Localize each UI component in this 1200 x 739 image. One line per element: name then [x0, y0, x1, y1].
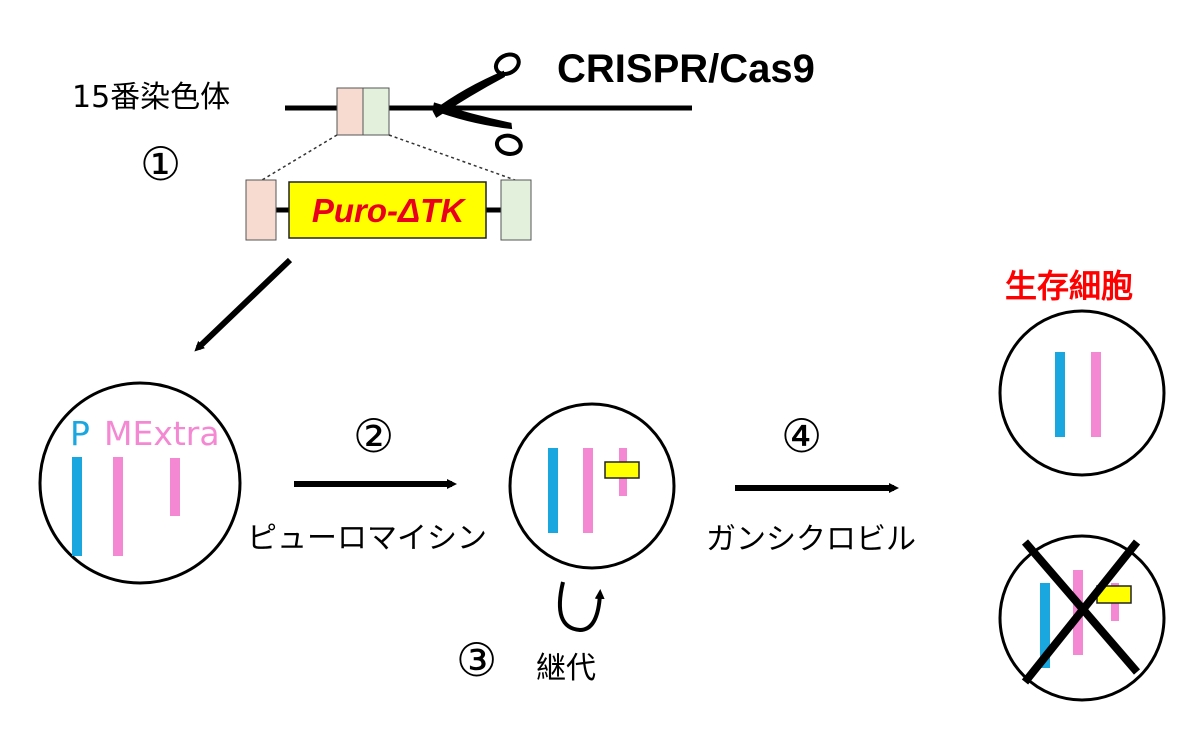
dashed-guide-right	[388, 134, 516, 181]
puro-dtk-cassette	[288, 181, 487, 239]
extra-chromosome	[170, 458, 180, 516]
ganciclovir-label: ガンシクロビル	[706, 522, 916, 557]
m-chromosome	[113, 457, 123, 556]
cell-initial	[38, 381, 242, 585]
chromosome-label: 15番染色体	[72, 80, 230, 115]
insertion-arrow	[194, 257, 293, 352]
passage-label: 継代	[536, 651, 596, 686]
left-homology-arm-top	[336, 87, 364, 136]
puromycin-label: ピューロマイシン	[247, 521, 487, 556]
p-chromosome	[1040, 583, 1050, 668]
cell-surviving	[998, 309, 1166, 477]
passage-curved-arrow	[558, 581, 605, 633]
scissors-icon	[432, 52, 523, 156]
p-chromosome	[72, 457, 82, 556]
dashed-guide-left	[261, 134, 338, 181]
m-chromosome	[583, 448, 593, 533]
right-homology-arm-top	[362, 87, 390, 136]
step-4-number: ④	[781, 409, 822, 463]
puro-dtk-insert	[604, 461, 640, 479]
x-mark-icon	[1021, 539, 1141, 685]
step-1-number: ①	[140, 137, 181, 191]
right-homology-arm	[500, 179, 532, 241]
mextra-label: MExtra	[104, 414, 220, 453]
surviving-cells-label: 生存細胞	[1005, 267, 1133, 305]
left-homology-arm	[245, 179, 277, 241]
p-label: P	[70, 414, 90, 453]
p-chromosome	[548, 448, 558, 533]
m-chromosome	[1091, 352, 1101, 437]
cassette-label: Puro-ΔTK	[312, 192, 466, 229]
p-chromosome	[1055, 352, 1065, 437]
crispr-cas9-label: CRISPR/Cas9	[557, 47, 815, 91]
step-3-number: ③	[456, 633, 497, 687]
step-2-number: ②	[353, 409, 394, 463]
